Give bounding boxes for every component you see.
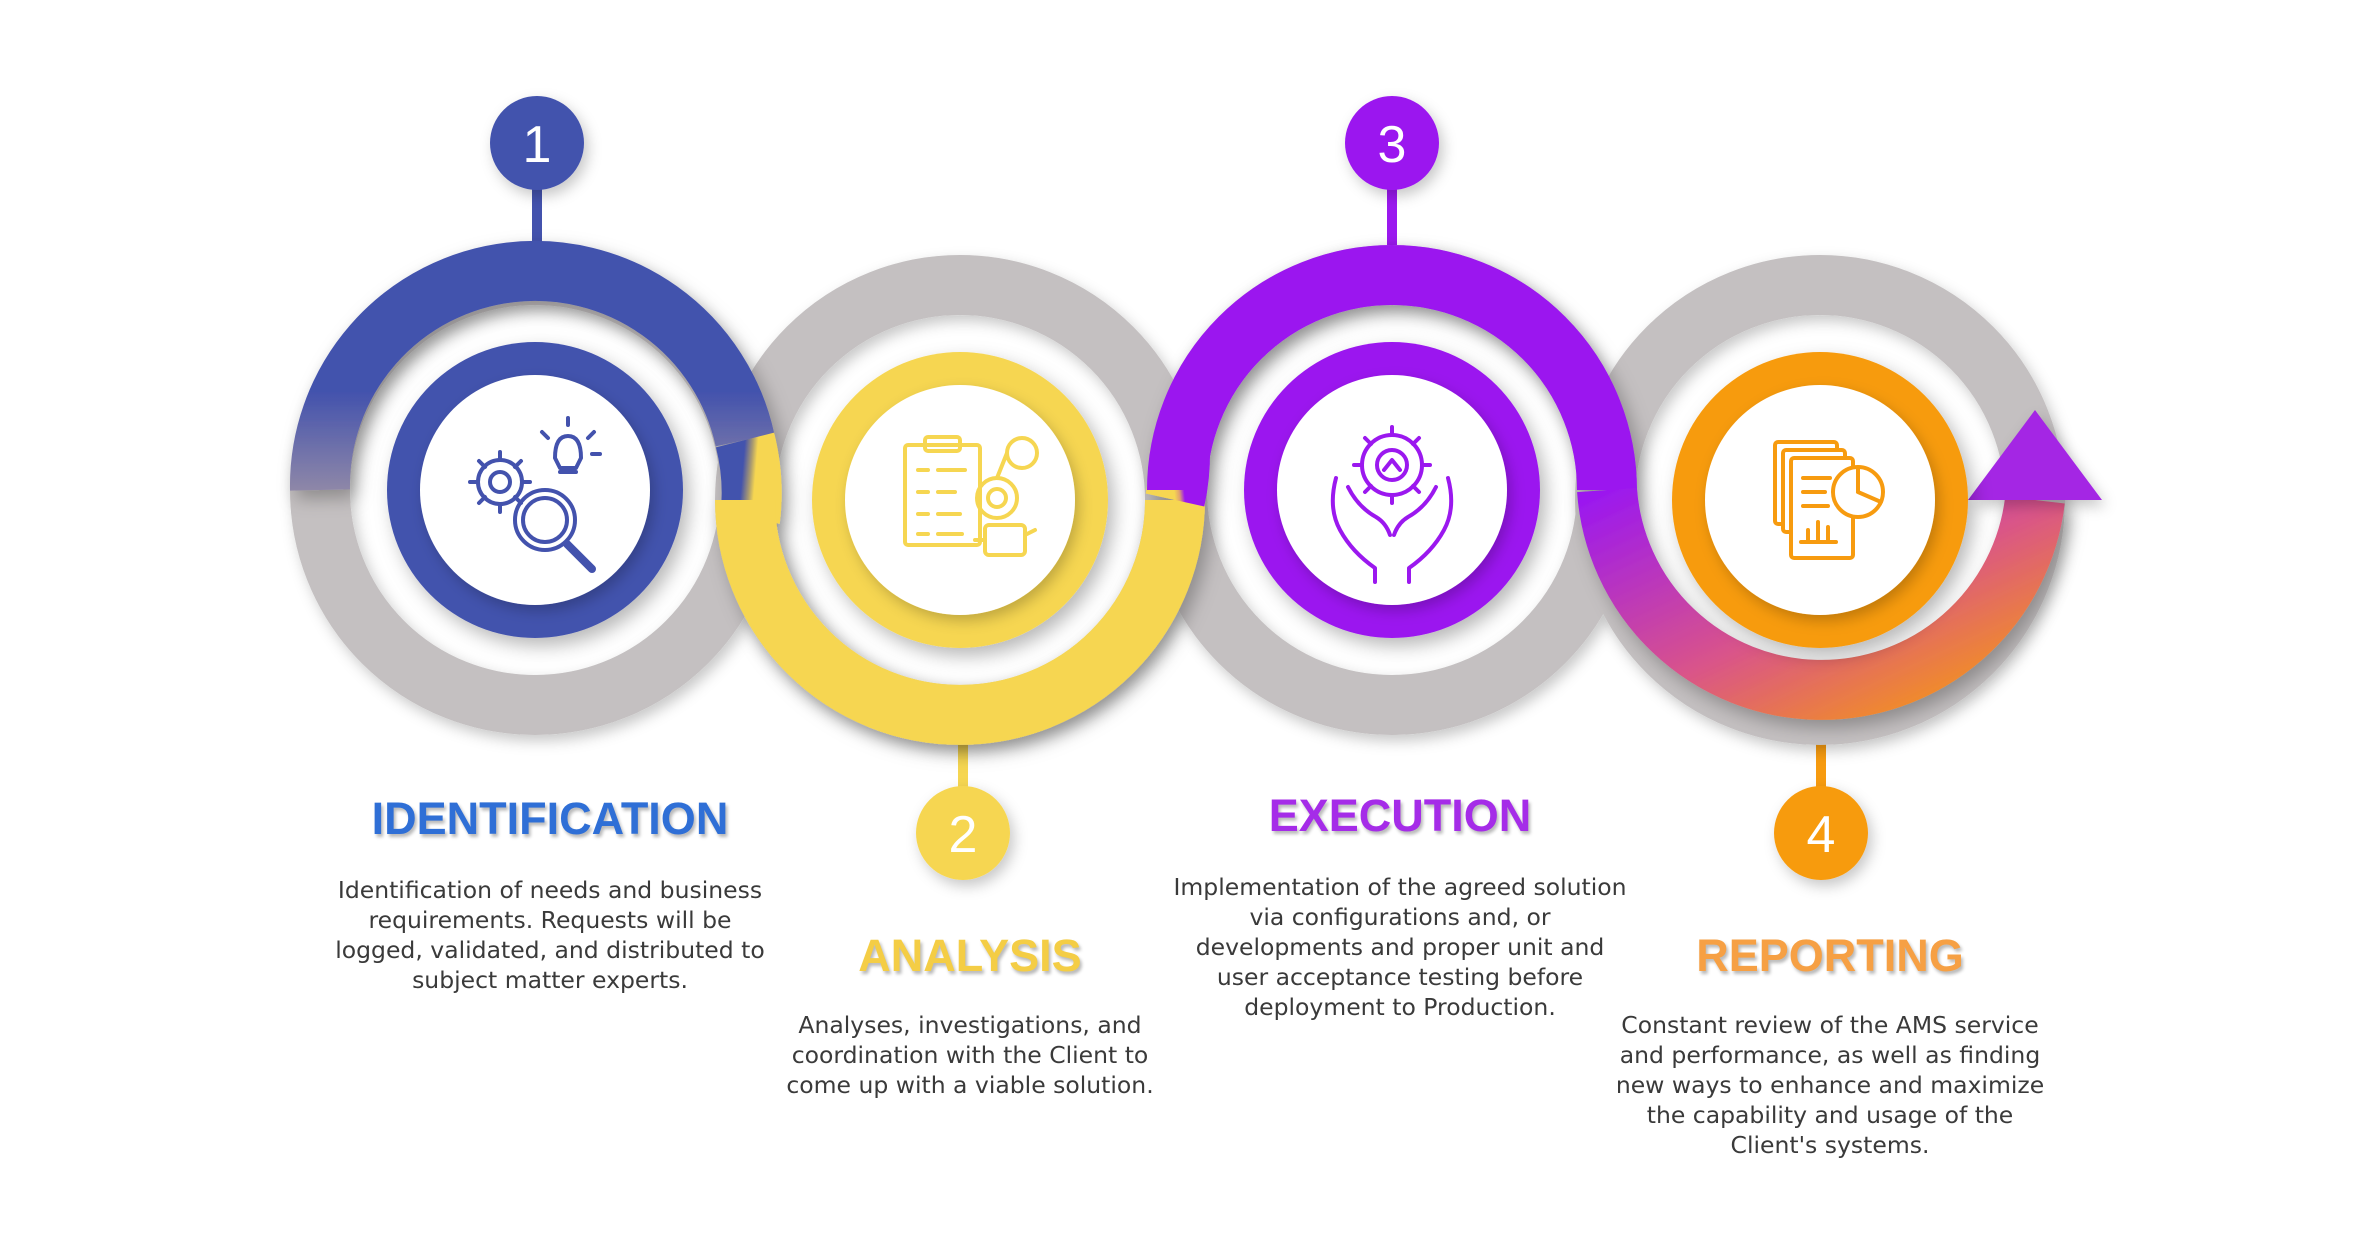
path-segment-4: [1577, 487, 2065, 720]
step-1-badge: [490, 96, 584, 190]
arrow-head-icon: [1968, 410, 2102, 500]
step-1-title: IDENTIFICATION: [371, 793, 729, 844]
gear-magnifier-lightbulb-icon: [468, 416, 602, 573]
step-2-description: Analyses, investigations, and coordinati…: [786, 1011, 1154, 1099]
path-segment-2: [715, 499, 1205, 745]
step-2-title: ANALYSIS: [858, 930, 1082, 981]
stem-1: [532, 178, 542, 260]
step-3-title: EXECUTION: [1268, 790, 1532, 841]
stem-4: [1816, 728, 1826, 816]
center-disc-3: [1277, 375, 1507, 605]
step-2-badge: [916, 786, 1010, 880]
hands-gear-icon: [1330, 425, 1454, 584]
step-1-description: Identification of needs and business req…: [335, 876, 765, 994]
path-segment-3: [1147, 245, 1637, 491]
step-4-number: 4: [1807, 806, 1836, 864]
step-4-title: REPORTING: [1696, 930, 1964, 981]
step-3-badge: [1345, 96, 1439, 190]
step-4-description: Constant review of the AMS service and p…: [1615, 1011, 2045, 1159]
stem-3: [1387, 178, 1397, 260]
step-4-badge: [1774, 786, 1868, 880]
stem-2: [958, 728, 968, 816]
clipboard-analysis-icon: [903, 435, 1039, 557]
step-3-number: 3: [1378, 116, 1407, 174]
path-segment-1: [289, 240, 775, 491]
center-disc-2: [845, 385, 1075, 615]
step-1-number: 1: [523, 116, 552, 174]
step-3-description: Implementation of the agreed solution vi…: [1173, 873, 1627, 1021]
step-2-number: 2: [949, 806, 978, 864]
report-chart-icon: [1773, 440, 1885, 560]
